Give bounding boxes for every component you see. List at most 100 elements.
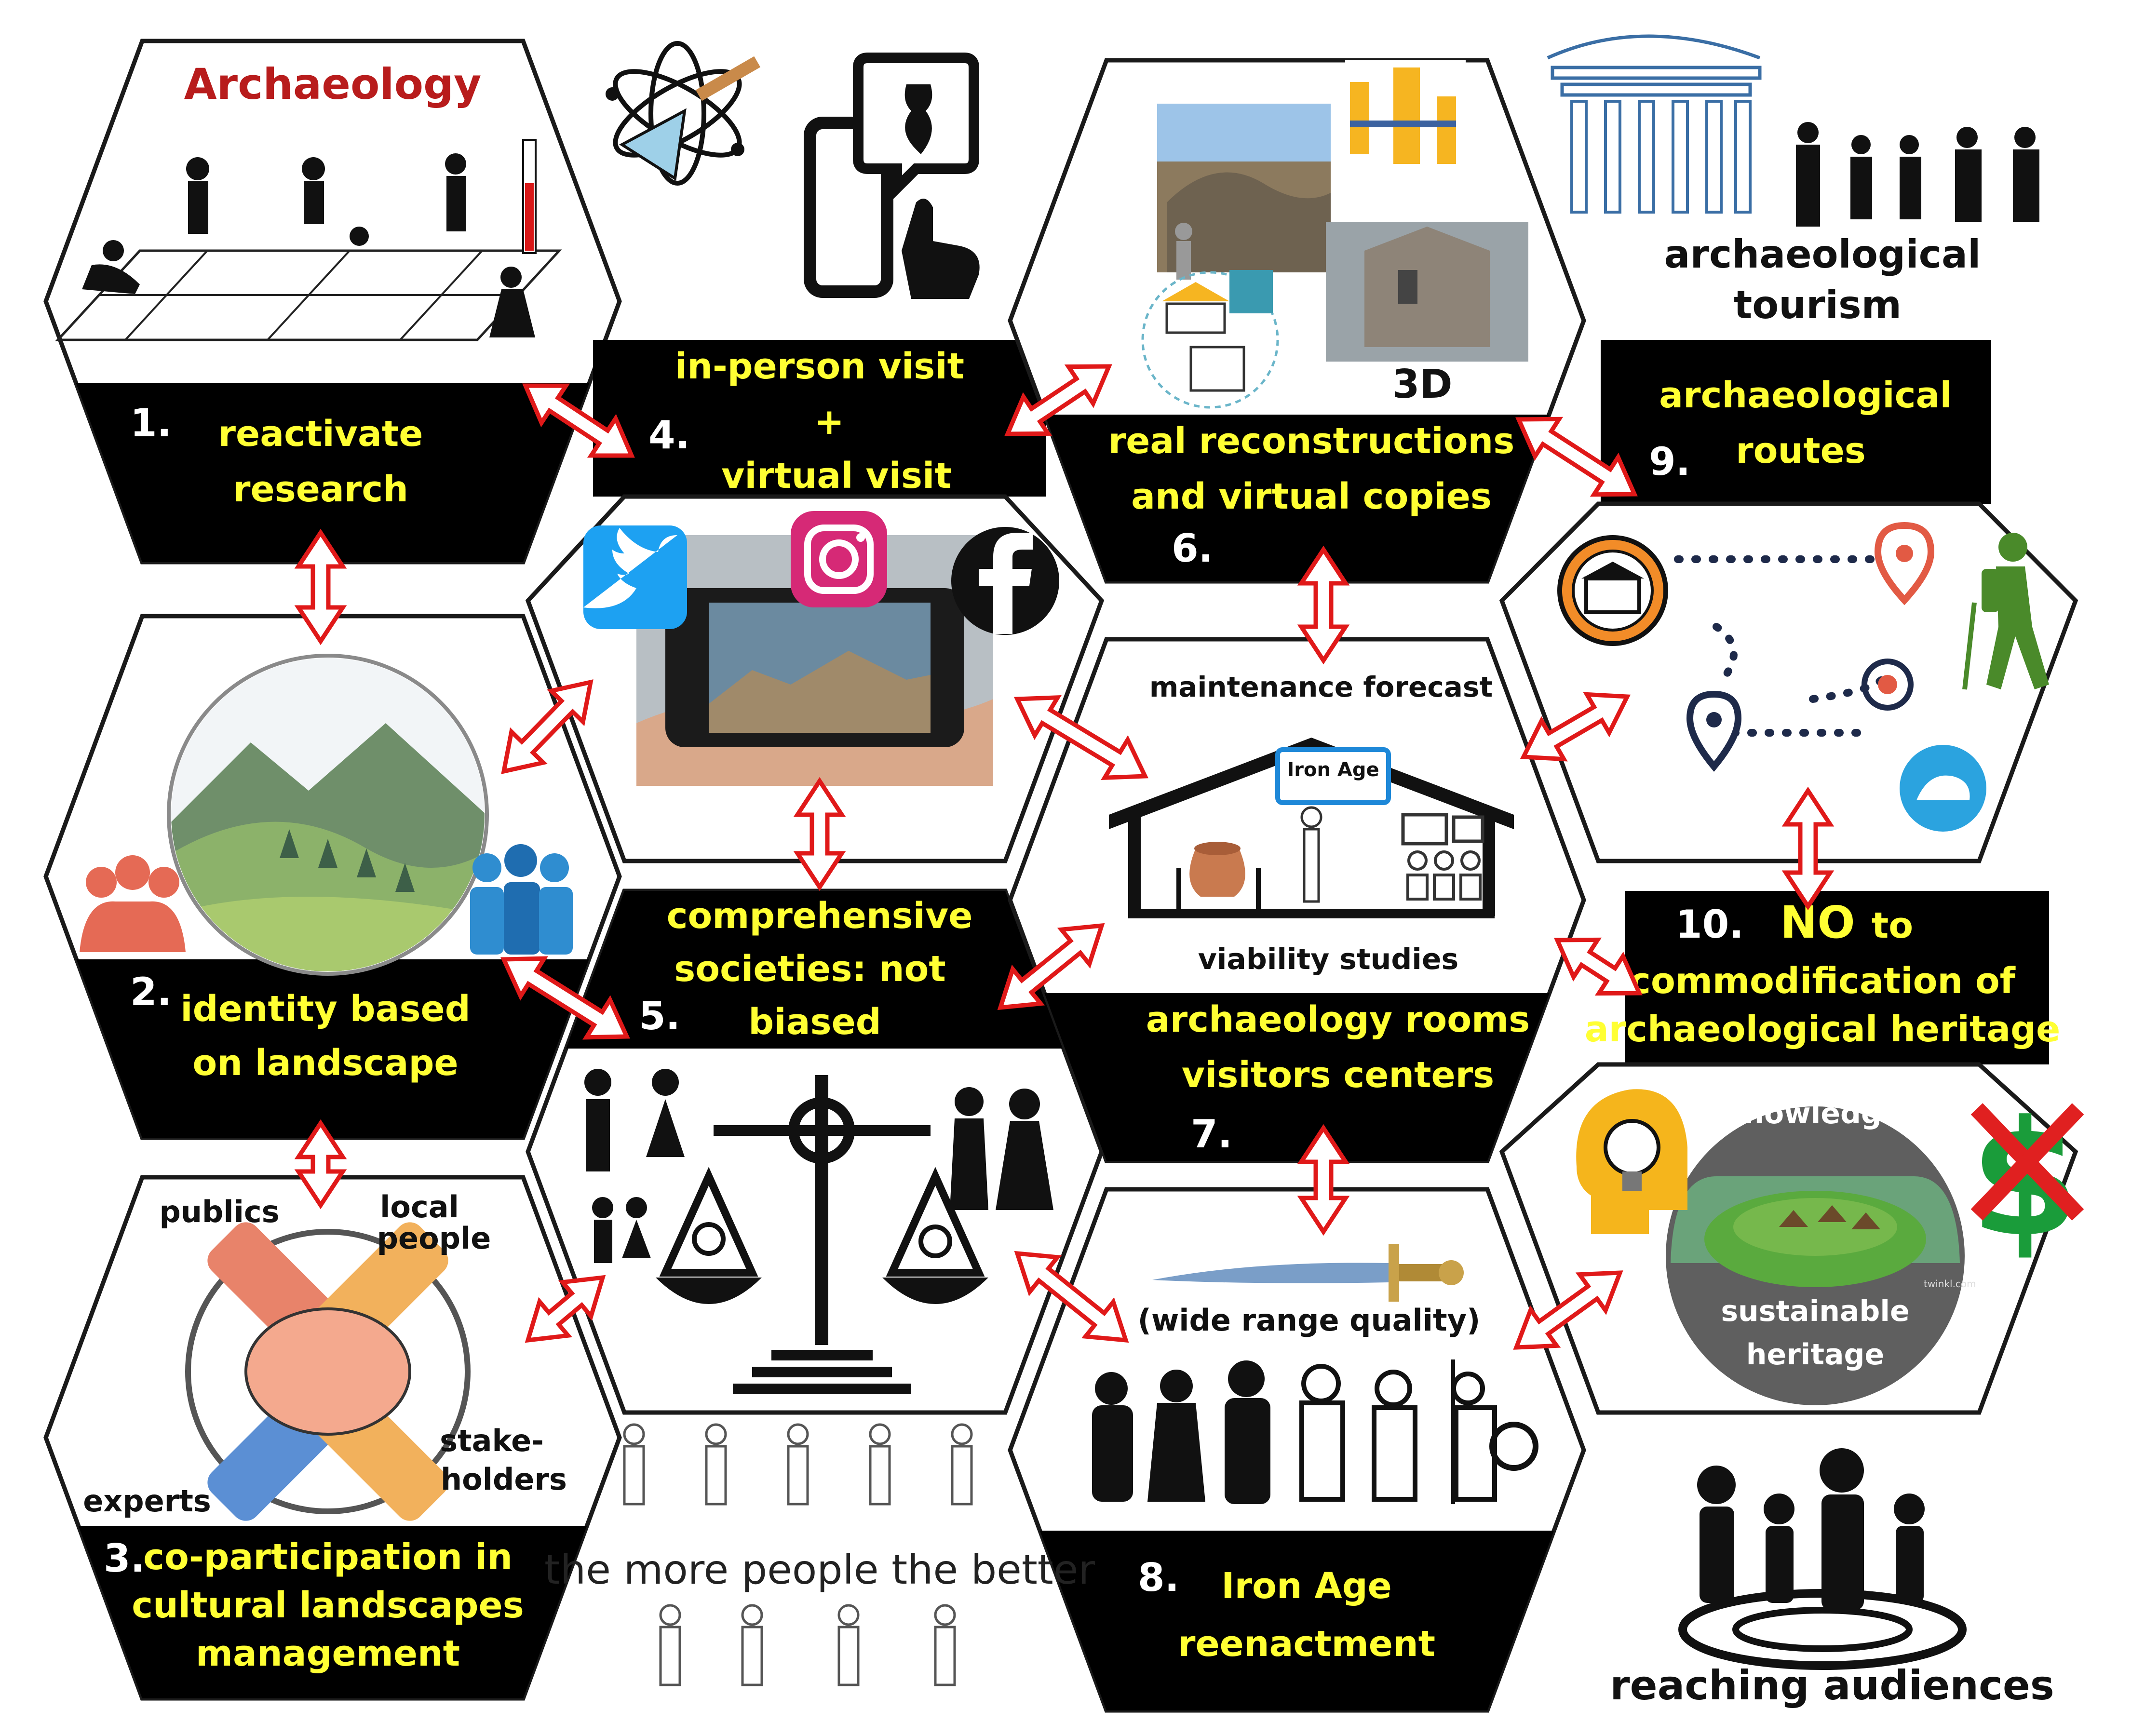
phone-amphora-icon <box>804 53 980 299</box>
excavation-scene-icon <box>55 139 562 341</box>
hands-together-icon <box>185 1222 471 1521</box>
node-1-label-line-2: research <box>233 469 408 510</box>
3d-label: 3D <box>1392 362 1452 407</box>
node-10-label-line-3: commodification of <box>1630 960 2016 1002</box>
arrow-2-3 <box>294 1119 347 1210</box>
elderly-couple-icon <box>950 1087 1053 1210</box>
hex-node-3: publics local people stake- holders expe… <box>43 1175 622 1701</box>
hex-node-9: archaeological routes 9. <box>1499 340 2078 863</box>
node-9-label-line-2: routes <box>1736 430 1866 471</box>
node-10-label-no: NO <box>1780 897 1855 948</box>
node-5-label-line-2: societies: not <box>674 948 946 990</box>
tourist-group-icon <box>1796 122 2039 227</box>
node-8-number: 8. <box>1138 1555 1179 1600</box>
publics-label: publics <box>159 1194 279 1229</box>
node-8-label-line-1: Iron Age <box>1221 1565 1392 1607</box>
arrow-7-10 <box>1554 937 1643 996</box>
node-5-label-line-1: comprehensive <box>667 895 973 937</box>
stakeholders-label-line-1: stake- <box>440 1423 544 1458</box>
facebook-icon <box>951 527 1059 635</box>
hex-node-6: 3D real reconstructions and virtual copi… <box>1008 58 1586 584</box>
page-title: Archaeology <box>184 59 482 109</box>
reaching-audiences-label: reaching audiences <box>1610 1662 2054 1709</box>
sustainable-label-line-2: heritage <box>1746 1338 1884 1372</box>
arrow-7-5 <box>997 923 1105 1010</box>
hex-node-7: Iron Age maintenance forecast viability … <box>1008 637 1586 1163</box>
node-8-label-line-2: reenactment <box>1178 1623 1435 1665</box>
hex-node-8: (wide range quality) 8. Iron Age reenact… <box>1008 1187 1586 1713</box>
people-group-icon <box>80 855 186 952</box>
audience-icon <box>1678 1448 1967 1670</box>
node-3-label-line-3: management <box>196 1633 460 1674</box>
twitter-icon <box>583 525 687 629</box>
museum-process-icon <box>1141 270 1279 409</box>
arrow-6-9 <box>1515 417 1638 497</box>
node-6-label-line-1: real reconstructions <box>1108 420 1515 462</box>
node-10-label-line-4: archaeological heritage <box>1585 1009 2061 1050</box>
archaeological-tourism-line-2: tourism <box>1734 283 1902 327</box>
hex-node-4: in-person visit + virtual visit 4. <box>525 340 1105 863</box>
experts-label: experts <box>83 1483 211 1519</box>
node-5-number: 5. <box>639 994 680 1038</box>
arrow-8-10 <box>1513 1270 1623 1350</box>
node-10-label-to: to <box>1872 905 1913 946</box>
node-9-banner <box>1601 340 1991 504</box>
node-9-number: 9. <box>1649 439 1690 484</box>
node-3-label-line-1: co-participation in <box>143 1536 513 1578</box>
arrow-4-5 <box>793 777 846 891</box>
landscape-icon <box>167 654 489 976</box>
hex-node-5: comprehensive societies: not biased 5. <box>526 888 1104 1415</box>
hiker-icon <box>1962 533 2049 690</box>
more-people-label: the more people the better <box>544 1546 1095 1593</box>
node-1-number: 1. <box>130 401 172 445</box>
node-6-label-line-2: and virtual copies <box>1131 476 1492 517</box>
crowd-icon <box>623 1423 973 1686</box>
visitor-center-icon <box>1109 738 1514 918</box>
node-6-number: 6. <box>1172 526 1213 571</box>
node-7-label-line-2: visitors centers <box>1182 1054 1494 1096</box>
archaeological-tourism-line-1: archaeological <box>1664 232 1981 277</box>
local-people-label-line-2: people <box>377 1221 491 1256</box>
viability-studies-label: viability studies <box>1198 942 1459 976</box>
arrow-9-10 <box>1781 786 1835 911</box>
node-4-label-line-2: + <box>814 401 844 443</box>
arrow-5-8 <box>1014 1251 1129 1343</box>
arrow-5-3 <box>525 1275 606 1343</box>
connector-arrows <box>294 364 1835 1350</box>
arrow-4-7 <box>1013 695 1149 781</box>
stakeholders-label-line-2: holders <box>441 1462 567 1497</box>
knowledge-label: knowledge <box>1724 1097 1901 1130</box>
temple-icon <box>1547 34 1762 214</box>
node-4-label-line-1: in-person visit <box>675 346 964 387</box>
sustainable-label-line-1: sustainable <box>1721 1294 1909 1328</box>
lightbulb-head-icon <box>1576 1089 1687 1234</box>
arrow-7-9 <box>1520 692 1631 762</box>
arrow-4-6 <box>1004 364 1112 436</box>
arrow-7-8 <box>1297 1124 1350 1236</box>
knowledge-heritage-icon <box>1666 1106 1965 1405</box>
sword-icon <box>1152 1244 1464 1302</box>
people-group-icon-blue <box>470 844 573 955</box>
node-10-number: 10. <box>1675 902 1744 947</box>
arrow-4-2 <box>501 679 594 774</box>
node-5-label-line-3: biased <box>748 1001 881 1043</box>
warriors-icon <box>1092 1359 1538 1504</box>
node-4-number: 4. <box>648 413 690 458</box>
crab-badge-icon <box>1900 745 1986 832</box>
arrow-6-7 <box>1297 545 1350 665</box>
node-3-label-line-2: cultural landscapes <box>132 1585 524 1626</box>
node-2-label-line-2: on landscape <box>192 1042 458 1084</box>
trowel-atom-icon <box>606 41 761 186</box>
node-9-label-line-1: archaeological <box>1659 375 1952 416</box>
node-4-label-line-3: virtual visit <box>721 455 952 497</box>
arrow-1-2 <box>294 528 347 646</box>
hex-node-2: 2. identity based on landscape <box>43 614 622 1140</box>
family-icon <box>584 1069 685 1263</box>
node-7-number: 7. <box>1191 1112 1232 1157</box>
scales-icon <box>656 1075 988 1394</box>
node-10-banner <box>1625 891 2049 1064</box>
iron-age-sign: Iron Age <box>1287 759 1379 781</box>
node-2-number: 2. <box>130 969 172 1014</box>
